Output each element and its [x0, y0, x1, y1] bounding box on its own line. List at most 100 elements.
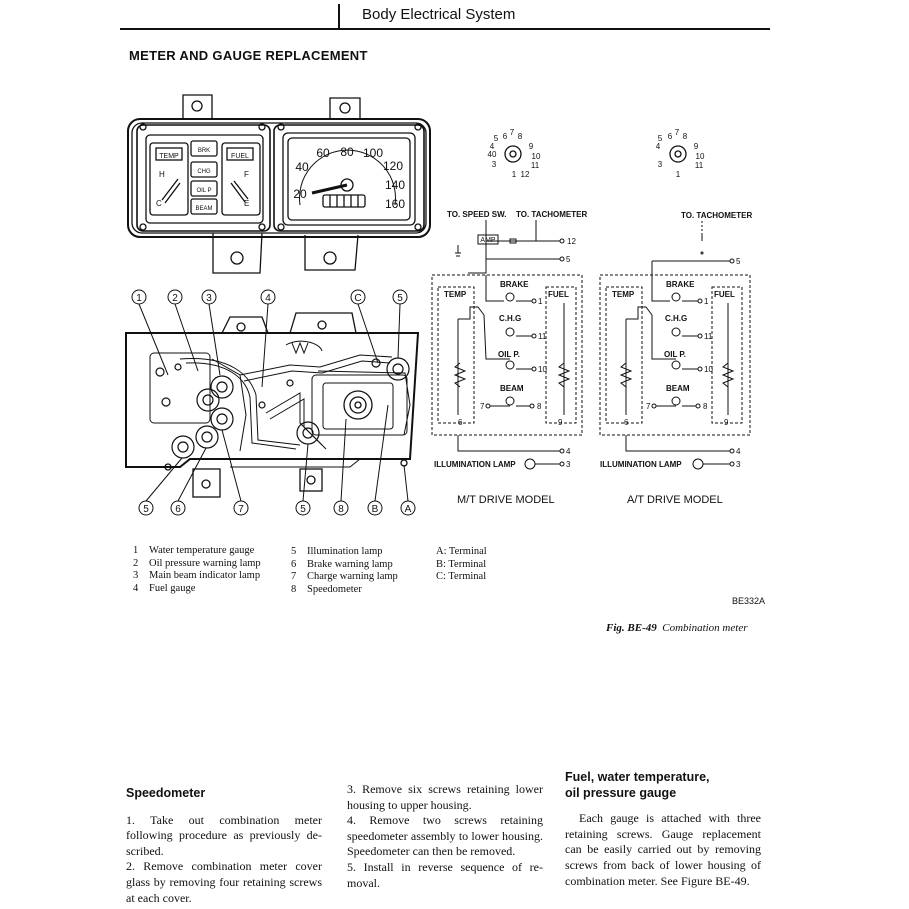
mt-pin-5-label: 5	[566, 255, 571, 264]
callout-a: A	[405, 504, 412, 515]
mt-model-label: M/T DRIVE MODEL	[457, 494, 555, 506]
figure-code: BE332A	[732, 596, 766, 606]
gauge-heading-line-1: Fuel, water temperature,	[565, 770, 710, 784]
mt-pin-6-label: 6	[458, 418, 463, 427]
chg-label: CHG	[197, 169, 211, 175]
beam-label: BEAM	[195, 206, 212, 212]
temp-gauge-label: TEMP	[159, 153, 179, 160]
at-pin-11-label: 11	[704, 332, 713, 341]
legend-terminal-b: B: Terminal	[436, 558, 487, 570]
mt-pin-3-label: 3	[566, 460, 571, 469]
mt-pin-5: 5	[494, 134, 499, 143]
speedometer-heading: Speedometer	[126, 786, 206, 800]
callout-8: 8	[338, 504, 344, 515]
callout-3: 3	[206, 293, 212, 304]
temp-c-label: C	[156, 199, 162, 208]
header-rule	[120, 28, 770, 30]
figure-caption-text: Combination meter	[662, 622, 748, 634]
connector-at: 6 7 8 9 4 5 10 11 3 1	[656, 128, 705, 179]
mt-fuel-label: FUEL	[548, 290, 569, 299]
at-wiring-diagram: TO. TACHOMETER 5 TEMP FUEL BRAKE C.H.G O…	[599, 211, 752, 506]
callout-7: 7	[238, 504, 244, 515]
legend-terminal-a: A: Terminal	[436, 546, 487, 557]
speed-tick-20: 20	[293, 187, 307, 201]
mt-to-speed-label: TO. SPEED SW.	[447, 210, 506, 219]
gauge-heading-line-2: oil pressure gauge	[565, 785, 677, 800]
callout-b: B	[372, 504, 379, 515]
callout-5-bottom: 5	[300, 504, 306, 515]
step-2: 2. Remove combination meter cover glass …	[126, 859, 322, 905]
mt-chg-label: C.H.G	[499, 314, 521, 323]
at-pin-5: 5	[658, 134, 663, 143]
mt-pin-40: 40	[488, 150, 497, 159]
mt-pin-4-label: 4	[566, 447, 571, 456]
mt-pin-12: 12	[521, 170, 530, 179]
fuel-e-label: E	[244, 199, 249, 208]
at-pin-7: 7	[675, 128, 680, 137]
speed-tick-80: 80	[340, 145, 354, 159]
column-2: 3. Remove six screws retaining lower hou…	[347, 782, 543, 891]
temp-h-label: H	[159, 170, 165, 179]
at-pin-10-label: 10	[704, 365, 713, 374]
callout-1: 1	[136, 293, 142, 304]
page-header-title: Body Electrical System	[362, 6, 516, 23]
mt-illum-label: ILLUMINATION LAMP	[434, 460, 516, 469]
at-illum-label: ILLUMINATION LAMP	[600, 460, 682, 469]
mt-beam-label: BEAM	[500, 384, 524, 393]
speed-tick-100: 100	[363, 146, 383, 160]
mt-pin-10-label: 10	[538, 365, 547, 374]
mt-pin-11-label: 11	[538, 332, 547, 341]
step-5: 5. Install in reverse sequence of re­mov…	[347, 859, 543, 890]
step-3: 3. Remove six screws retaining lower hou…	[347, 782, 543, 812]
speed-tick-140: 140	[385, 178, 405, 192]
at-pin-1: 1	[676, 170, 681, 179]
mt-to-tach-label: TO. TACHOMETER	[516, 210, 587, 219]
speed-tick-160: 160	[385, 197, 405, 211]
speed-tick-40: 40	[295, 160, 309, 174]
mt-pin-7: 7	[510, 128, 515, 137]
at-pin-11: 11	[695, 161, 704, 170]
brk-label: BRK	[198, 148, 210, 154]
at-pin-7-label: 7	[646, 402, 651, 411]
mt-pin-4: 4	[490, 142, 495, 151]
at-pin-8: 8	[683, 132, 688, 141]
at-pin-3: 3	[658, 160, 663, 169]
callout-5-left: 5	[143, 504, 149, 515]
at-model-label: A/T DRIVE MODEL	[627, 494, 723, 506]
at-pin-3-label: 3	[736, 460, 741, 469]
at-fuel-label: FUEL	[714, 290, 735, 299]
mt-pin-10: 10	[532, 152, 541, 161]
callout-c: C	[354, 293, 361, 304]
section-title: METER AND GAUGE REPLACEMENT	[129, 48, 368, 63]
combination-meter-figure: TEMP H C BRK CHG OIL P BEAM FUEL F E 60 …	[125, 94, 752, 516]
at-pin-5-label: 5	[736, 257, 741, 266]
mt-pin-9-label: 9	[558, 418, 563, 427]
mt-pin-6: 6	[503, 132, 508, 141]
mt-pin-7-label: 7	[480, 402, 485, 411]
mt-oil-label: OIL P.	[498, 350, 520, 359]
meter-rear-view	[125, 312, 420, 498]
at-pin-9-label: 9	[724, 418, 729, 427]
speed-tick-60: 60	[316, 146, 330, 160]
mt-pin-9: 9	[529, 142, 534, 151]
at-pin-10: 10	[696, 152, 705, 161]
callout-2: 2	[172, 293, 178, 304]
at-oil-label: OIL P.	[664, 350, 686, 359]
gauge-paragraph: Each gauge is attached with three retain…	[565, 811, 761, 888]
header-tick	[338, 4, 340, 29]
at-pin-6-label: 6	[624, 418, 629, 427]
mt-pin-8: 8	[518, 132, 523, 141]
figure-caption: Fig. BE-49 Combination meter	[606, 622, 747, 634]
callouts: 1 2 3 4 C 5 5 6 7 5 8 B A	[131, 289, 416, 516]
fuel-gauge-label: FUEL	[231, 153, 249, 160]
mt-pin-12-label: 12	[567, 237, 576, 246]
callout-5-top: 5	[397, 293, 403, 304]
